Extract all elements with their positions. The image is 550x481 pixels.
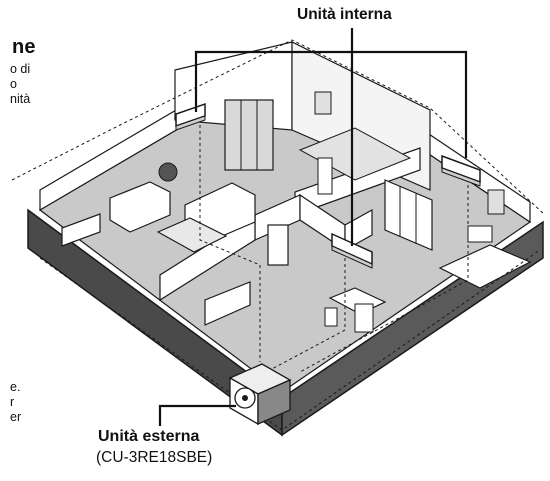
lower-left-line: er	[10, 410, 22, 424]
window-bedroom	[487, 189, 505, 215]
left-heading: ne	[12, 36, 36, 58]
nightstand	[467, 225, 493, 243]
outdoor-unit-label: Unità esterna	[98, 428, 200, 445]
lower-left-text: e. r er	[10, 380, 21, 425]
lower-left-line: r	[10, 395, 15, 409]
leader-line-outdoor	[158, 404, 236, 426]
interior-door	[267, 224, 289, 266]
indoor-unit-label: Unità interna	[297, 6, 392, 23]
leader-line-indoor	[194, 50, 468, 158]
indoor-ac-unit-living	[175, 102, 206, 131]
window-living	[224, 99, 274, 171]
cabinet-center	[204, 281, 251, 326]
plant	[158, 162, 178, 182]
indoor-ac-unit-study	[331, 232, 373, 269]
cabinet-left	[61, 213, 101, 247]
coffee-table	[156, 217, 228, 253]
desk-drawers	[354, 303, 374, 333]
window-small	[314, 91, 332, 115]
left-body-line: o	[10, 77, 17, 91]
left-body-line: nità	[10, 92, 31, 106]
bed	[438, 244, 532, 289]
ceiling-outline-dashed	[11, 39, 546, 216]
indoor-ac-unit-bedroom	[441, 154, 481, 187]
outdoor-unit-model: (CU-3RE18SBE)	[96, 449, 213, 466]
left-body-line: o di	[10, 62, 31, 76]
outdoor-ac-unit	[228, 363, 292, 426]
chair	[324, 307, 338, 327]
pipe-run-3	[299, 185, 469, 373]
bathroom-floor	[298, 127, 412, 181]
pipe-run-1	[199, 125, 261, 362]
left-body-text: o di o nità	[10, 62, 30, 107]
pipe-run-2	[269, 258, 346, 371]
bathroom-door	[317, 157, 333, 195]
ceiling-outline-dashed-2	[39, 249, 541, 431]
lower-left-line: e.	[10, 380, 21, 394]
sofa-1	[109, 181, 171, 233]
